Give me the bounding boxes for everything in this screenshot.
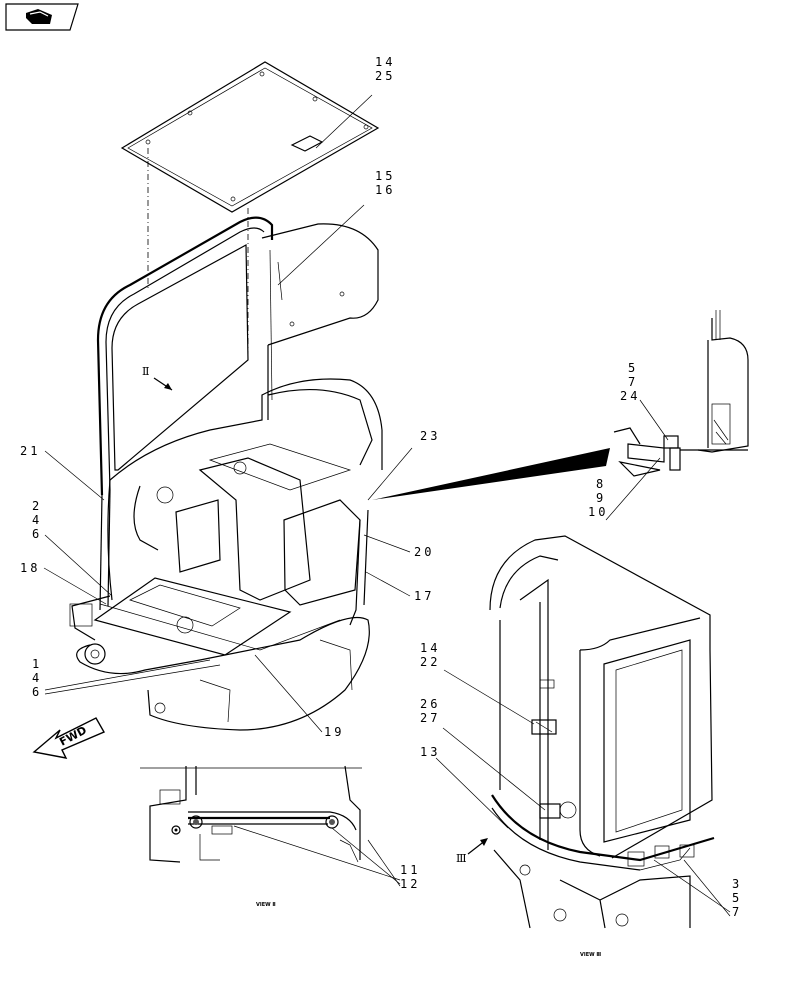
cab-frame	[69, 216, 383, 731]
svg-text:13: 13	[420, 745, 440, 759]
view-ii	[140, 765, 362, 863]
svg-text:146: 146	[32, 657, 42, 699]
svg-text:23: 23	[420, 429, 440, 443]
svg-text:246: 246	[32, 499, 42, 541]
view-marker-ii: Ⅱ	[142, 365, 173, 391]
fwd-arrow-icon: FWD	[32, 717, 105, 759]
view-iii	[489, 535, 715, 929]
zoom-wedge	[372, 448, 610, 500]
return-arrow-icon[interactable]	[5, 3, 79, 31]
view-marker-iii: Ⅲ	[456, 838, 488, 865]
svg-text:20: 20	[414, 545, 434, 559]
view-caption-left: VIEW Ⅱ	[256, 902, 276, 908]
roof-panel	[120, 61, 380, 213]
leader-lines	[43, 94, 731, 917]
view-caption-right: VIEW Ⅲ	[580, 952, 601, 958]
svg-text:21: 21	[20, 444, 40, 458]
svg-text:Ⅲ: Ⅲ	[456, 852, 467, 865]
svg-text:Ⅱ: Ⅱ	[142, 365, 149, 378]
svg-text:18: 18	[20, 561, 40, 575]
svg-text:19: 19	[324, 725, 344, 739]
svg-text:357: 357	[732, 877, 742, 919]
svg-text:17: 17	[414, 589, 434, 603]
bolt-detail	[613, 310, 749, 477]
